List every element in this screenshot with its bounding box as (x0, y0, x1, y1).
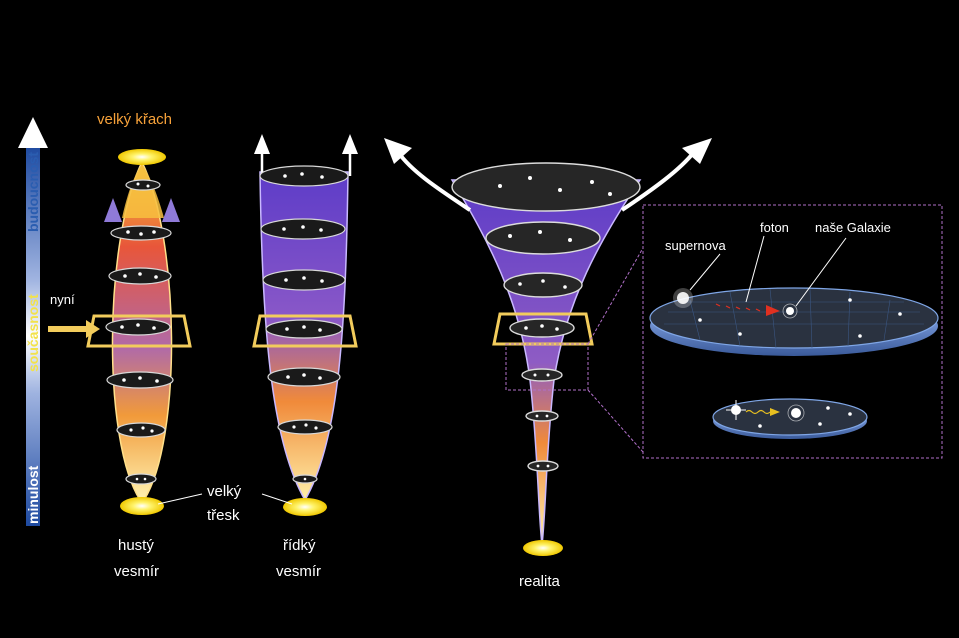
axis-label-present: současnost (25, 294, 41, 372)
dense-left-arrowhead (104, 198, 122, 222)
big-bang-label-line2: třesk (207, 507, 240, 524)
small-photon-track (745, 409, 771, 415)
inset-large-disk (649, 287, 939, 356)
zoom-line-top (587, 247, 644, 345)
big-bang-pointer-right (261, 493, 293, 505)
sparse-right-arrowhead (342, 134, 358, 154)
sparse-big-bang-glow (283, 498, 327, 516)
dense-universe-label-line2: vesmír (114, 563, 159, 580)
dense-disk (108, 267, 172, 285)
photon-pointer (745, 235, 765, 303)
reality-present-frame (492, 312, 594, 346)
dense-universe-label-line1: hustý (118, 537, 154, 554)
big-crunch-label: velký křach (97, 111, 172, 128)
dense-present-frame (86, 314, 192, 348)
reality-big-bang-glow (523, 540, 563, 556)
supernova-star (677, 292, 689, 304)
dense-disk (125, 179, 161, 191)
sparse-universe-label-line2: vesmír (276, 563, 321, 580)
sparse-disk (259, 165, 349, 187)
big-crunch-glow (118, 149, 166, 165)
time-axis: minulost současnost budoucnost (18, 117, 48, 526)
galaxy-pointer (795, 237, 847, 307)
reality-right-arrowhead (682, 138, 712, 164)
axis-label-future: budoucnost (25, 152, 41, 232)
dense-universe-column (86, 149, 192, 515)
reality-disk (525, 410, 559, 422)
sparse-left-arrowhead (254, 134, 270, 154)
sparse-disk (262, 269, 346, 291)
dense-disk (125, 473, 157, 485)
our-galaxy-spiral (786, 307, 794, 315)
reality-left-arrow-line (396, 150, 472, 212)
sparse-universe-column (252, 134, 358, 516)
sparse-disk (292, 474, 318, 484)
reality-zoom-box (505, 343, 589, 391)
big-bang-pointer-left (157, 493, 203, 505)
now-label: nyní (50, 292, 75, 307)
inset-small-disk (712, 398, 868, 439)
supernova-pointer (689, 253, 721, 291)
supernova-label: supernova (665, 238, 726, 253)
small-galaxy-spiral (791, 408, 801, 418)
sparse-disk (260, 218, 346, 240)
dense-right-arrowhead (162, 198, 180, 222)
photon-track (715, 303, 761, 312)
reality-disk (509, 318, 575, 338)
photon-arrowhead (766, 305, 780, 316)
photon-label: foton (760, 220, 789, 235)
zoom-inset: supernova foton naše Galaxie (642, 204, 943, 459)
big-bang-label-line1: velký (207, 483, 242, 500)
sparse-universe-label-line1: řídký (283, 537, 316, 554)
sparse-disk (265, 319, 343, 339)
reality-left-arrowhead (384, 138, 412, 164)
dense-disk (105, 318, 171, 336)
dense-big-bang-glow (120, 497, 164, 515)
small-photon-arrowhead (770, 408, 780, 416)
reality-disk (527, 460, 559, 472)
dense-disk (106, 371, 174, 389)
reality-disk (451, 162, 641, 212)
time-axis-arrowhead (18, 117, 48, 148)
reality-disk (521, 368, 563, 382)
reality-right-arrow-line (620, 150, 696, 212)
dense-disk (110, 225, 172, 241)
axis-label-past: minulost (25, 465, 41, 524)
time-axis-bar (26, 146, 40, 526)
dense-disk (116, 422, 166, 438)
sparse-disk (277, 419, 333, 435)
sparse-disk (267, 367, 341, 387)
reality-label: realita (519, 573, 561, 590)
sparse-present-frame (252, 314, 358, 348)
our-galaxy-label: naše Galaxie (815, 220, 891, 235)
reality-column (384, 138, 712, 556)
reality-disk (485, 221, 601, 255)
reality-disk (503, 272, 583, 298)
zoom-line-bottom (587, 389, 644, 453)
